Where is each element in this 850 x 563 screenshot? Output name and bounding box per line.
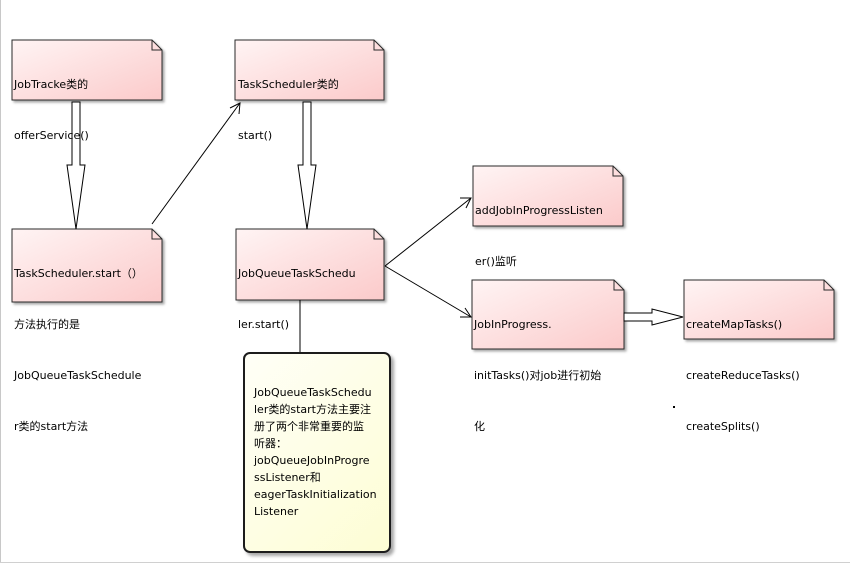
hollow-arrow-jobtracker-to-start xyxy=(66,101,86,230)
note-line: TaskScheduler类的 xyxy=(238,78,339,91)
note-line: r类的start方法 xyxy=(14,420,89,433)
note-create-tasks-shape xyxy=(683,279,835,340)
note-taskscheduler-start-shape xyxy=(11,228,163,303)
note-line: JobInProgress. xyxy=(474,318,552,331)
hollow-arrow-inittasks-to-createtasks xyxy=(623,308,684,326)
note-line: createMapTasks() xyxy=(686,318,783,331)
frame-left-edge xyxy=(0,0,1,563)
note-line: JobTracke类的 xyxy=(14,78,89,91)
note-taskscheduler-top: TaskScheduler类的 start() xyxy=(236,41,381,162)
comment-line: ssListener和 xyxy=(254,471,321,484)
note-line: ler.start() xyxy=(238,318,290,331)
note-line: start() xyxy=(238,129,273,142)
comment-line: ler类的start方法主要注 xyxy=(254,403,371,416)
note-line: JobQueueTaskSchedu xyxy=(238,267,356,280)
note-line: offerService() xyxy=(14,129,89,142)
note-line: initTasks()对job进行初始 xyxy=(474,369,602,382)
comment-line: jobQueueJobInProgre xyxy=(254,454,370,467)
note-jobqueue-start: JobQueueTaskSchedu ler.start() xyxy=(236,230,381,351)
note-line: TaskScheduler.start（） xyxy=(14,267,143,280)
note-jobqueue-start-shape xyxy=(235,228,385,301)
comment-line: 册了两个非常重要的监 xyxy=(254,420,364,433)
note-line: er()监听 xyxy=(475,255,517,268)
note-line: createSplits() xyxy=(686,420,760,433)
note-add-listener: addJobInProgressListen er()监听 xyxy=(473,167,623,288)
note-init-tasks: JobInProgress. initTasks()对job进行初始 化 xyxy=(472,281,624,453)
note-create-tasks: createMapTasks() createReduceTasks() cre… xyxy=(684,281,834,453)
comment-line: Listener xyxy=(254,505,299,518)
note-line: 化 xyxy=(474,420,485,433)
note-line: JobQueueTaskSchedule xyxy=(14,369,142,382)
note-jobtracker-shape xyxy=(11,39,163,101)
comment-line: JobQueueTaskSchedu xyxy=(254,386,372,399)
comment-box-listeners: JobQueueTaskSchedu ler类的start方法主要注 册了两个非… xyxy=(243,352,391,553)
note-taskscheduler-top-shape xyxy=(234,39,385,101)
comment-line: 听器： xyxy=(254,437,287,450)
hollow-arrow-taskscheduler-to-jobqueue xyxy=(297,101,317,230)
stray-dot xyxy=(673,406,675,408)
note-add-listener-shape xyxy=(472,165,624,227)
arrow-jobqueue-to-inittasks xyxy=(384,265,472,318)
note-line: addJobInProgressListen xyxy=(475,204,603,217)
comment-line: eagerTaskInitialization xyxy=(254,488,377,501)
note-line: 方法执行的是 xyxy=(14,318,80,331)
arrow-jobqueue-to-addlistener xyxy=(384,197,472,267)
arrow-start-to-taskscheduler xyxy=(151,102,241,225)
note-jobtracker: JobTracke类的 offerService() xyxy=(12,41,157,162)
note-taskscheduler-start: TaskScheduler.start（） 方法执行的是 JobQueueTas… xyxy=(12,230,164,453)
note-line: createReduceTasks() xyxy=(686,369,800,382)
